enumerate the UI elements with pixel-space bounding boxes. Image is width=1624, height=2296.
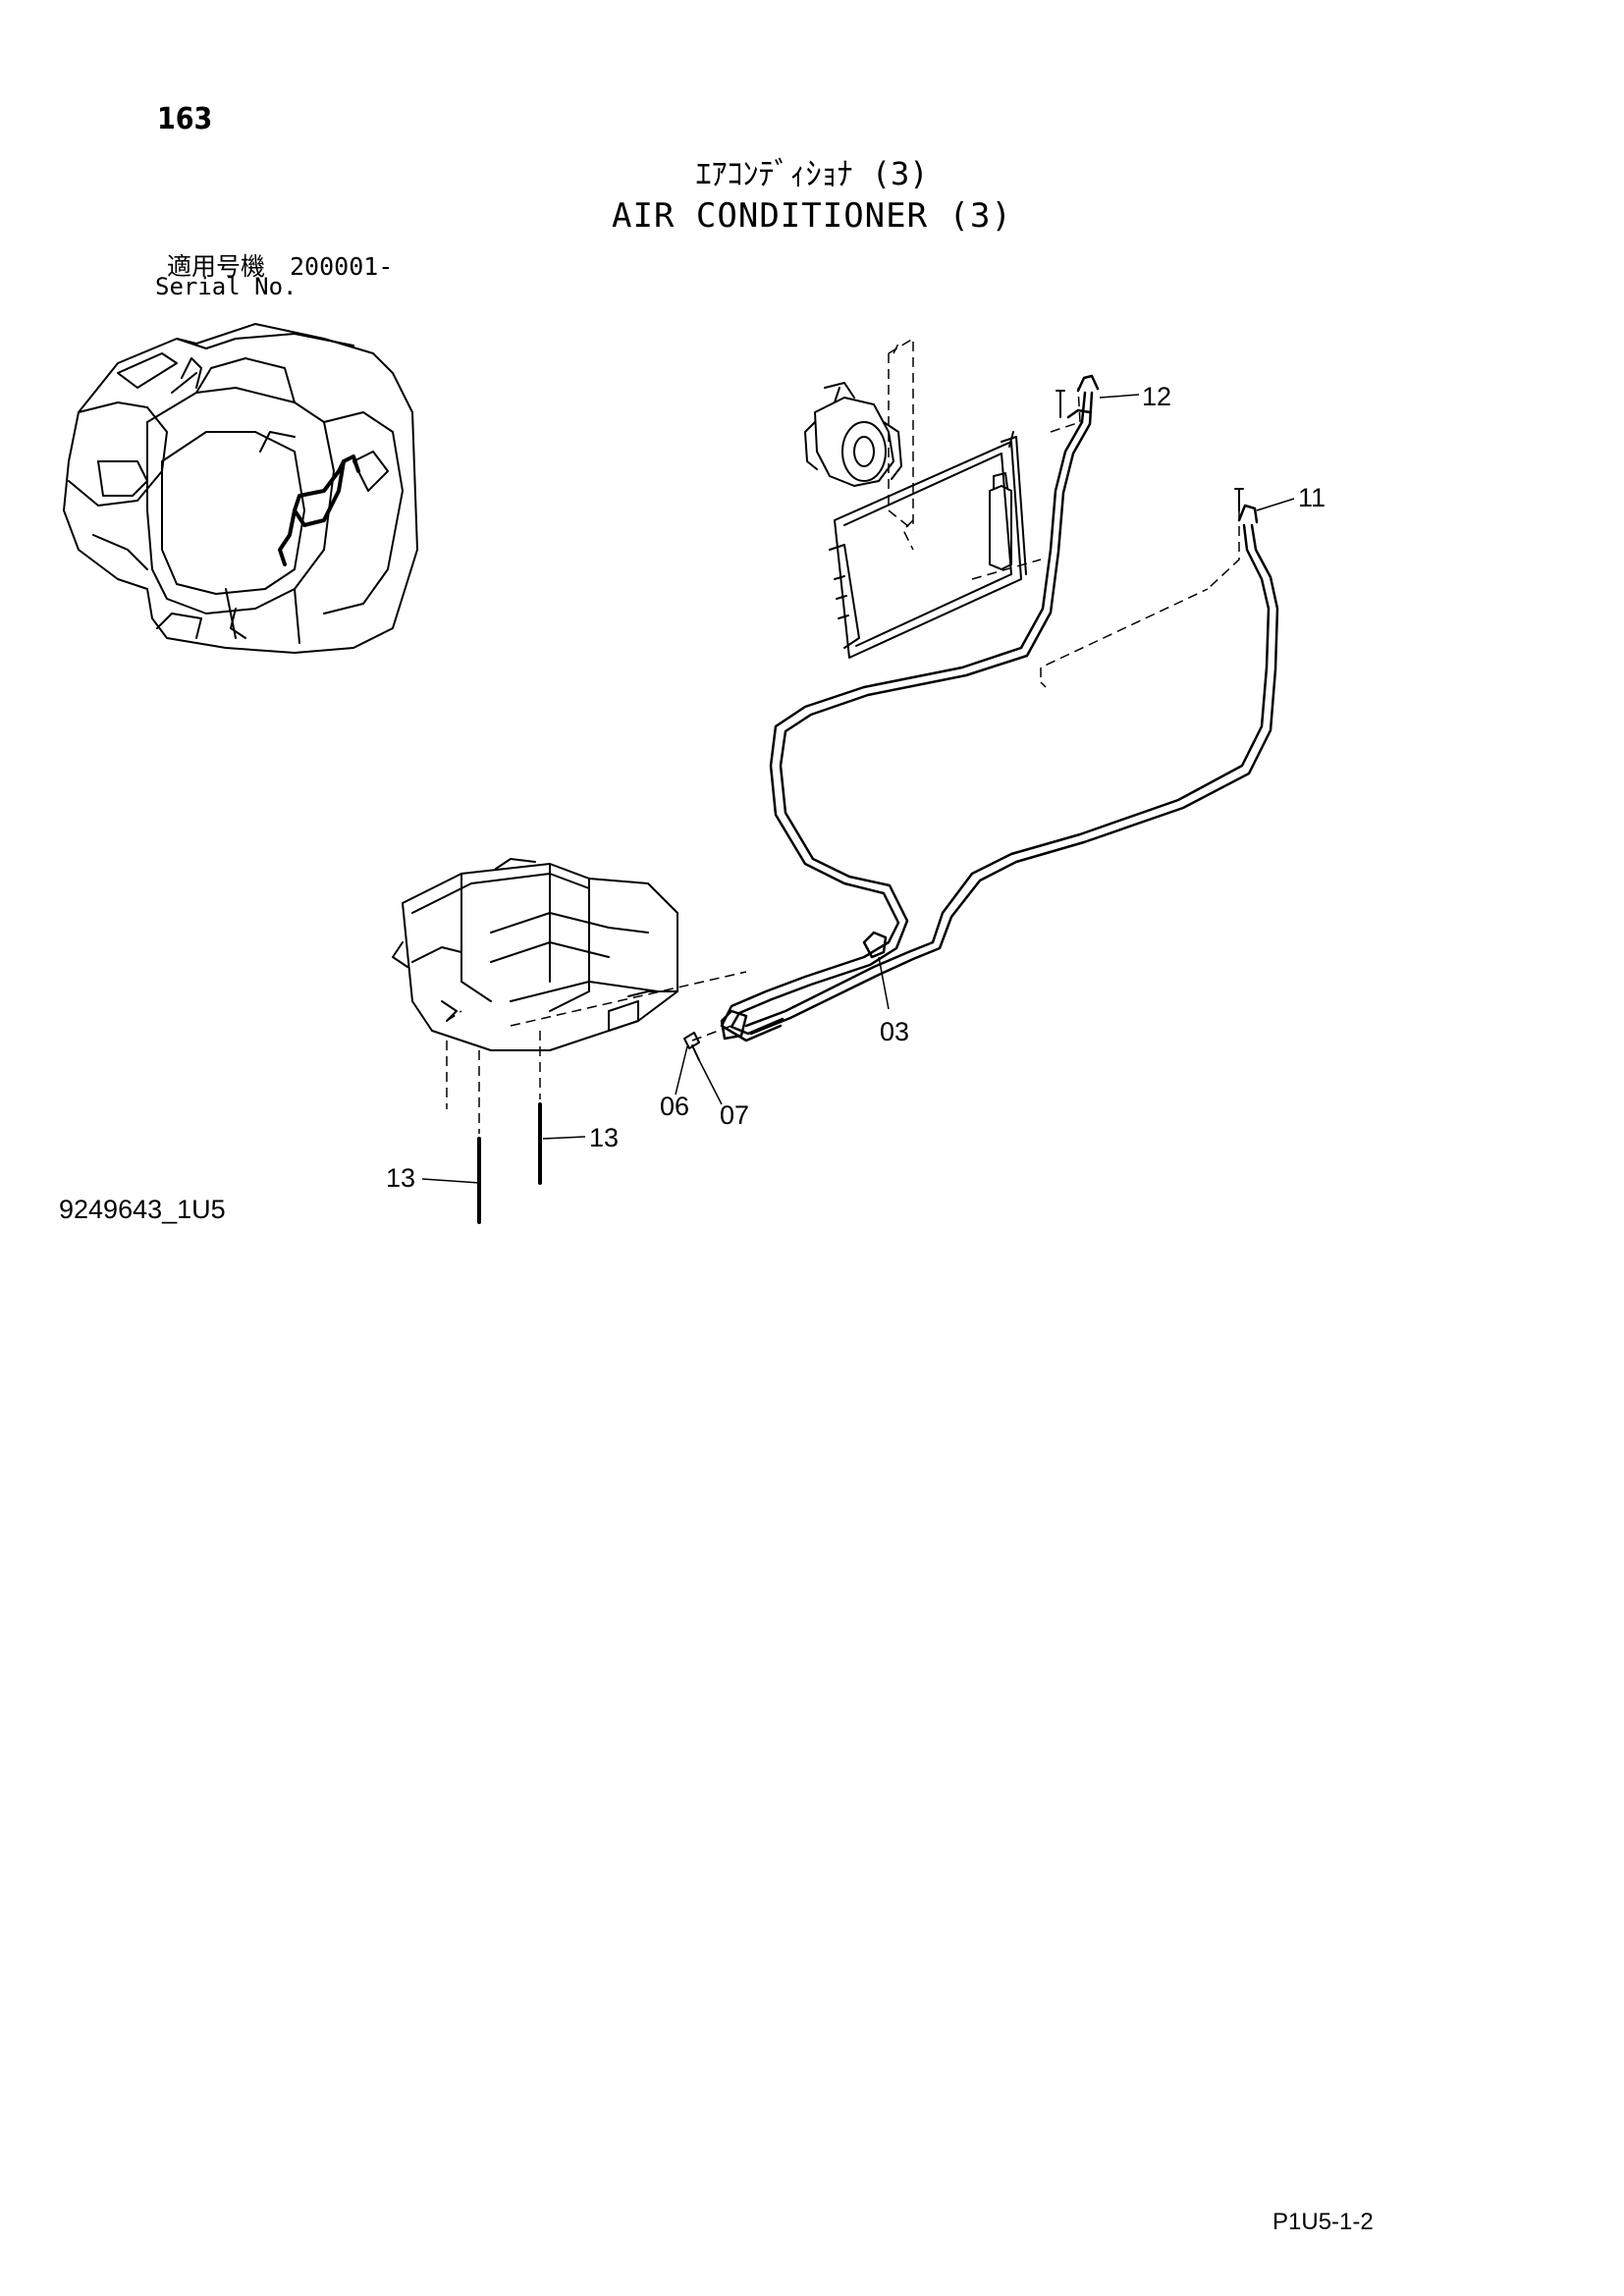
callout-13-right: 13: [589, 1123, 619, 1152]
bolt-12-illustration: [1056, 390, 1065, 418]
serial-number-label: Serial No.: [155, 273, 298, 300]
title-english: AIR CONDITIONER (3): [612, 196, 1012, 236]
callout-13-left: 13: [386, 1163, 415, 1193]
title-japanese: ｴｱｺﾝﾃﾞｨｼｮﾅ (3): [695, 155, 929, 192]
condenser-illustration: [829, 431, 1027, 659]
compressor-illustration: [804, 382, 902, 487]
callout-07: 07: [720, 1100, 749, 1130]
callout-11: 11: [1298, 483, 1326, 512]
screw-06-07-illustration: [683, 1032, 700, 1061]
receiver-drier-illustration: [989, 472, 1012, 570]
rod-13-illustrations: [477, 1102, 542, 1224]
overview-hose-highlight: [278, 454, 360, 566]
page-reference: P1U5-1-2: [1272, 2209, 1374, 2235]
page-number: 163: [157, 102, 213, 136]
hose-assembly: [720, 374, 1279, 1042]
callout-03: 03: [880, 1017, 909, 1046]
serial-applicable-label: 適用号機 200001-: [167, 252, 394, 281]
bolt-11-illustration: [1234, 488, 1244, 511]
leader-lines: [421, 394, 1295, 1184]
air-conditioner-unit-illustration: [392, 858, 678, 1051]
callout-12: 12: [1142, 382, 1171, 411]
projection-lines: [446, 337, 1240, 1134]
machine-overview-illustration: [63, 323, 418, 654]
document-code: 9249643_1U5: [59, 1195, 226, 1224]
callout-06: 06: [660, 1092, 689, 1121]
